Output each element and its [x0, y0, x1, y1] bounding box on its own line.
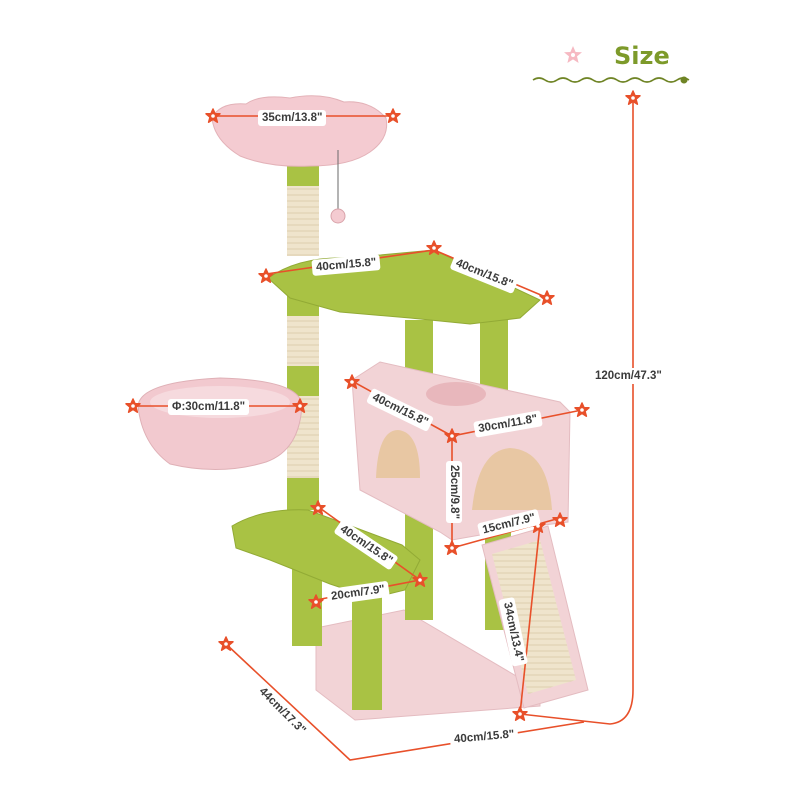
title-wavy-end-dot — [680, 76, 688, 84]
page-title: Size — [614, 42, 670, 70]
condo-side-opening — [376, 430, 420, 478]
top-perch-width-label: 35cm/13.8" — [258, 110, 327, 126]
toy-ball — [330, 208, 346, 224]
total-height-label: 120cm/47.3" — [591, 368, 666, 384]
title-wavy-underline — [532, 77, 690, 83]
main-post-mid-sisal — [287, 316, 319, 366]
main-post-base-green — [287, 478, 319, 510]
condo-top-hole — [426, 382, 486, 406]
basket-diameter-label: Φ:30cm/11.8" — [168, 399, 250, 415]
flower-icon — [564, 46, 582, 63]
condo-front-opening — [472, 448, 552, 510]
main-post-top-sisal — [287, 186, 319, 256]
scratch-pad — [492, 540, 576, 694]
low-platform — [231, 509, 421, 599]
condo-height-label: 25cm/9.8" — [446, 460, 463, 524]
top-flower-perch — [211, 95, 388, 167]
